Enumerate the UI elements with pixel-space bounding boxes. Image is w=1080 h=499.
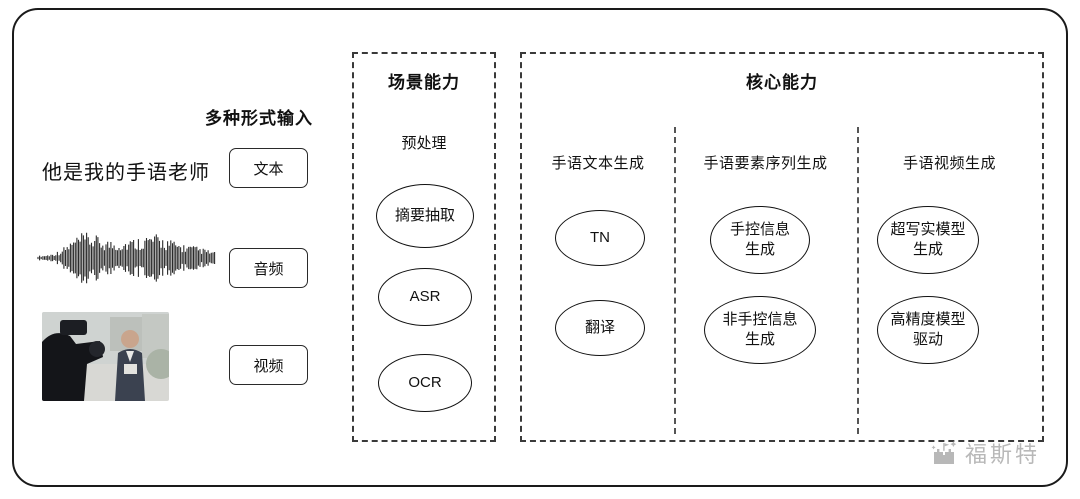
node-summary-extraction: 摘要抽取 <box>376 184 474 248</box>
column-divider <box>857 127 859 434</box>
video-input-box: 视频 <box>229 345 308 385</box>
node-hand-control-info-generation: 手控信息 生成 <box>710 206 810 274</box>
scene-capability-box: 场景能力 预处理 摘要抽取 ASR OCR <box>352 52 496 442</box>
input-section-title: 多种形式输入 <box>205 109 313 128</box>
node-hyperrealistic-model-generation: 超写实模型 生成 <box>877 206 979 274</box>
video-example-photo <box>42 312 169 401</box>
text-input-box: 文本 <box>229 148 308 188</box>
outer-border <box>12 8 1068 487</box>
scene-capability-title: 场景能力 <box>388 73 460 92</box>
node-high-precision-model-driving: 高精度模型 驱动 <box>877 296 979 364</box>
preprocess-label: 预处理 <box>401 135 447 152</box>
column-title-text-generation: 手语文本生成 <box>551 155 645 172</box>
node-translation: 翻译 <box>555 300 645 356</box>
column-title-element-sequence-generation: 手语要素序列生成 <box>703 155 828 172</box>
text-example: 他是我的手语老师 <box>42 162 210 184</box>
node-ocr: OCR <box>378 354 472 412</box>
watermark: 福斯特 <box>930 437 1040 469</box>
audio-waveform-icon <box>37 232 216 284</box>
watermark-text: 福斯特 <box>964 442 1040 467</box>
audio-input-box: 音频 <box>229 248 308 288</box>
core-capability-title: 核心能力 <box>746 73 818 92</box>
node-non-hand-control-info-generation: 非手控信息 生成 <box>704 296 816 364</box>
node-asr: ASR <box>378 268 472 326</box>
column-title-video-generation: 手语视频生成 <box>902 155 996 172</box>
column-divider <box>674 127 676 434</box>
castle-icon <box>931 441 957 464</box>
core-capability-box: 核心能力 手语文本生成 手语要素序列生成 手语视频生成 TN 翻译 手控信息 生… <box>520 52 1044 442</box>
node-tn: TN <box>555 210 645 266</box>
